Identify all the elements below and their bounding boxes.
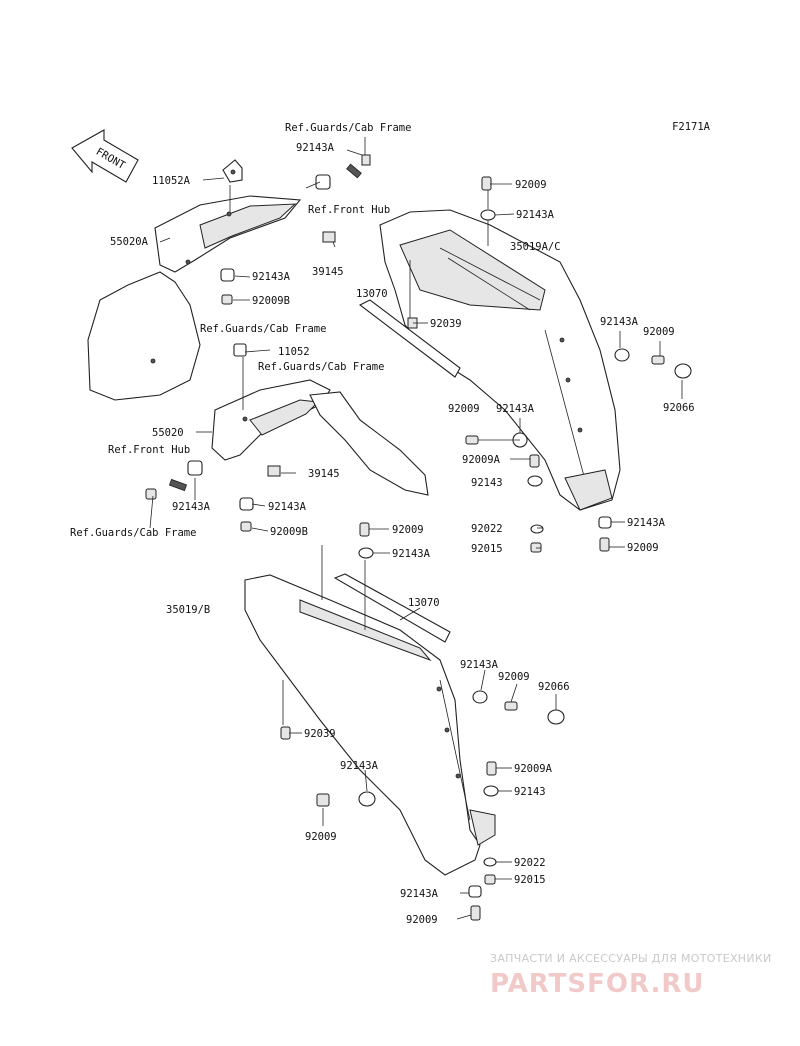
label-92039-b: 92039 [304,728,336,740]
label-92009-b1: 92009 [392,524,424,536]
label-92009a-b: 92009A [514,763,553,775]
label-92009b-top: 92009B [252,295,290,307]
flap-upper-left [87,271,201,401]
part-55020-shape [211,379,331,461]
label-11052a: 11052A [152,175,191,187]
label-92009b-bottom: 92009B [270,526,308,538]
fender-35019b [244,574,496,876]
leader-lines [149,137,683,920]
label-55020a: 55020A [110,236,149,248]
lower-left-small-parts [145,460,281,532]
label-92022-r: 92022 [471,523,503,535]
label-ref-front-hub-top: Ref.Front Hub [308,204,390,216]
label-92143a-top: 92143A [296,142,335,154]
strip-13070-bottom [333,573,451,643]
label-92009-r1: 92009 [515,179,547,191]
label-92039-r: 92039 [430,318,462,330]
fasteners-bottom [280,522,565,921]
label-55020: 55020 [152,427,184,439]
label-35019b: 35019/B [166,604,210,616]
label-ref-front-hub-bottom: Ref.Front Hub [108,444,190,456]
label-92143a-r1: 92143A [516,209,555,221]
label-92066-b: 92066 [538,681,570,693]
fasteners-left-top [220,268,235,305]
label-92015-r: 92015 [471,543,503,555]
label-92143a-b3: 92143A [340,760,379,772]
label-35019ac: 35019A/C [510,241,561,253]
front-arrow-icon: FRONT [71,129,139,183]
label-92143a-left1: 92143A [252,271,291,283]
label-92143a-r3: 92143A [496,403,535,415]
label-92009-b4: 92009 [406,914,438,926]
label-92143a-b1: 92143A [392,548,431,560]
fasteners-right-lower [465,432,612,553]
diagram-code: F2171A [672,121,711,133]
clip-39145-top [322,231,336,243]
label-92009a-r: 92009A [462,454,501,466]
label-92143a-r2: 92143A [600,316,639,328]
strip-13070-right [358,299,461,378]
label-13070-r: 13070 [356,288,388,300]
watermark-tagline: ЗАПЧАСТИ И АКСЕССУАРЫ ДЛЯ МОТОТЕХНИКИ [490,952,772,965]
label-92066-r: 92066 [663,402,695,414]
bracket-11052a [222,159,243,183]
part-55020a-shape [154,195,302,273]
label-92009-r4: 92009 [627,542,659,554]
fasteners-right-upper [407,176,692,379]
label-92022-b: 92022 [514,857,546,869]
label-39145-bottom: 39145 [308,468,340,480]
label-ref-guards-top: Ref.Guards/Cab Frame [285,122,411,134]
fender-35019ac [379,209,621,511]
label-39145-top: 39145 [312,266,344,278]
watermark-brand: PARTSFOR.RU [490,969,704,999]
bracket-11052 [233,343,247,357]
label-ref-guards-mid1: Ref.Guards/Cab Frame [200,323,326,335]
label-92143a-left3: 92143A [268,501,307,513]
label-92143a-b2: 92143A [460,659,499,671]
sleeve-92143a-top [315,154,371,190]
label-92015-b: 92015 [514,874,546,886]
label-92143a-r4: 92143A [627,517,666,529]
label-92009-b3: 92009 [305,831,337,843]
label-13070-b: 13070 [408,597,440,609]
label-92143-b: 92143 [514,786,546,798]
label-92143a-left2: 92143A [172,501,211,513]
label-ref-guards-mid2: Ref.Guards/Cab Frame [258,361,384,373]
flap-lower-left [309,391,429,496]
label-92143a-b4: 92143A [400,888,439,900]
label-92009-b2: 92009 [498,671,530,683]
label-11052: 11052 [278,346,310,358]
label-92009-r2: 92009 [643,326,675,338]
label-ref-guards-bottom: Ref.Guards/Cab Frame [70,527,196,539]
label-92143-r: 92143 [471,477,503,489]
label-92009-r3: 92009 [448,403,480,415]
